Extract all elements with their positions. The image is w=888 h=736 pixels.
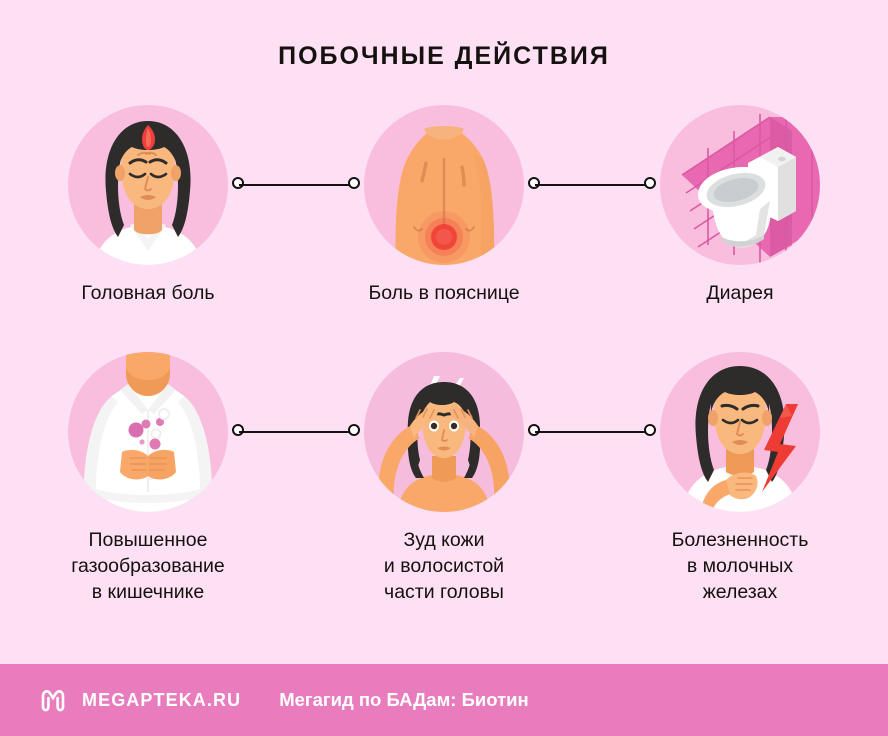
side-effect-caption: Головная боль bbox=[0, 280, 296, 306]
connector-node-icon bbox=[528, 424, 540, 436]
connector-bar bbox=[535, 431, 649, 433]
connector-bar bbox=[535, 184, 649, 186]
woman-headache-icon bbox=[68, 105, 228, 265]
scalp-itch-icon bbox=[364, 352, 524, 512]
page-title: ПОБОЧНЫЕ ДЕЙСТВИЯ bbox=[278, 42, 610, 70]
side-effect-item: Боль в пояснице bbox=[296, 100, 592, 346]
connector-line bbox=[528, 177, 656, 193]
side-effect-item: Головная боль bbox=[0, 100, 296, 346]
caption-line: железах bbox=[702, 581, 778, 603]
connector-node-icon bbox=[528, 177, 540, 189]
bloated-abdomen-icon bbox=[68, 352, 228, 512]
connector-node-icon bbox=[348, 177, 360, 189]
footer-subtitle: Мегагид по БАДам: Биотин bbox=[279, 689, 529, 710]
caption-line: Диарея bbox=[706, 282, 774, 304]
connector-node-icon bbox=[644, 177, 656, 189]
caption-line: части головы bbox=[384, 581, 504, 603]
caption-line: и волосистой bbox=[383, 555, 505, 577]
side-effect-item: Зуд кожи и волосистой части головы bbox=[296, 347, 592, 603]
connector-bar bbox=[239, 431, 353, 433]
caption-line: Зуд кожи bbox=[403, 529, 485, 551]
side-effect-item: Повышенное газообразование в кишечнике bbox=[0, 347, 296, 603]
megapteka-m-logo-icon[interactable] bbox=[38, 685, 68, 715]
footer-brand-label[interactable]: MEGAPTEKA.RU bbox=[82, 689, 242, 710]
connector-bar bbox=[239, 184, 353, 186]
side-effect-item: Болезненность в молочных железах bbox=[592, 347, 888, 603]
caption-line: Болезненность bbox=[671, 529, 809, 551]
caption-line: в молочных bbox=[686, 555, 794, 577]
side-effect-caption: Зуд кожи и волосистой части головы bbox=[296, 527, 592, 605]
side-effect-caption: Болезненность в молочных железах bbox=[592, 527, 888, 605]
toilet-icon bbox=[660, 105, 820, 265]
footer-bar: MEGAPTEKA.RU Мегагид по БАДам: Биотин bbox=[0, 664, 888, 736]
caption-line: Повышенное bbox=[88, 529, 208, 551]
caption-line: газообразование bbox=[71, 555, 225, 577]
connector-node-icon bbox=[644, 424, 656, 436]
side-effect-item: Диарея bbox=[592, 100, 888, 346]
connector-node-icon bbox=[348, 424, 360, 436]
connector-node-icon bbox=[232, 177, 244, 189]
breast-tenderness-icon bbox=[660, 352, 820, 512]
side-effects-grid: Головная боль bbox=[0, 100, 888, 603]
connector-node-icon bbox=[232, 424, 244, 436]
side-effect-caption: Диарея bbox=[592, 280, 888, 306]
side-effects-row: Головная боль bbox=[0, 100, 888, 346]
connector-line bbox=[232, 177, 360, 193]
caption-line: Головная боль bbox=[81, 282, 215, 304]
caption-line: Боль в пояснице bbox=[368, 282, 520, 304]
connector-line bbox=[528, 424, 656, 440]
side-effect-caption: Боль в пояснице bbox=[296, 280, 592, 306]
caption-line: в кишечнике bbox=[91, 581, 205, 603]
side-effects-row: Повышенное газообразование в кишечнике bbox=[0, 347, 888, 603]
connector-line bbox=[232, 424, 360, 440]
side-effect-caption: Повышенное газообразование в кишечнике bbox=[0, 527, 296, 605]
lower-back-pain-icon bbox=[364, 105, 524, 265]
